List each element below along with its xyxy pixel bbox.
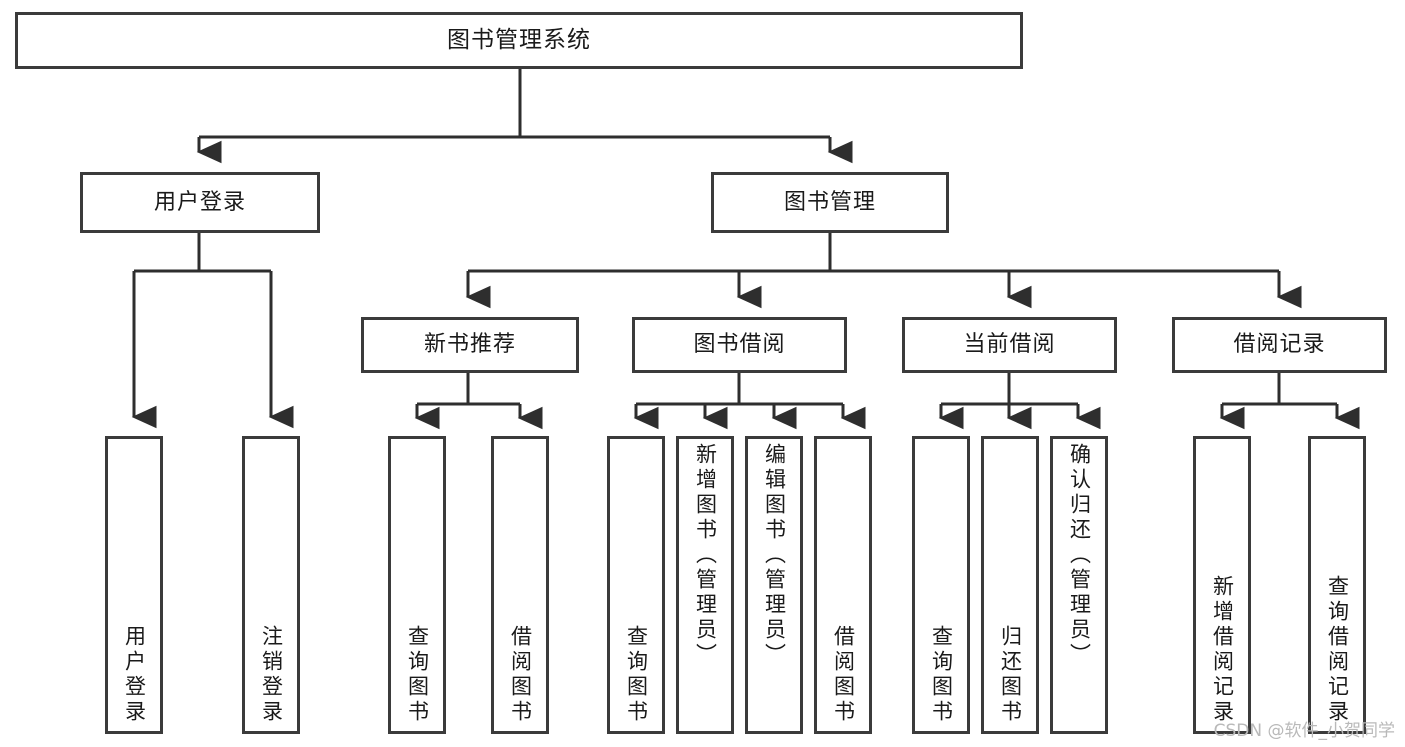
- node-user-login-label: 用户登录: [153, 189, 246, 215]
- leaf-new-book-borrow[interactable]: 借阅图书: [491, 436, 549, 734]
- node-root-label: 图书管理系统: [447, 27, 591, 54]
- leaf-label: 新增借阅记录: [1210, 575, 1235, 725]
- leaf-label: 新增图书（管理员）: [693, 443, 718, 668]
- leaf-borrow-query-book[interactable]: 查询图书: [607, 436, 665, 734]
- node-new-book-recommend[interactable]: 新书推荐: [361, 317, 579, 373]
- leaf-borrow-edit-book[interactable]: 编辑图书（管理员）: [745, 436, 803, 734]
- leaf-label: 查询图书: [929, 625, 954, 725]
- leaf-borrow-borrow-book[interactable]: 借阅图书: [814, 436, 872, 734]
- leaf-current-confirm-return[interactable]: 确认归还（管理员）: [1050, 436, 1108, 734]
- leaf-user-login-login[interactable]: 用户登录: [105, 436, 163, 734]
- node-current-loan[interactable]: 当前借阅: [902, 317, 1117, 373]
- leaf-current-query-book[interactable]: 查询图书: [912, 436, 970, 734]
- leaf-label: 归还图书: [998, 625, 1023, 725]
- node-book-borrow[interactable]: 图书借阅: [632, 317, 847, 373]
- csdn-watermark: CSDN @软件_小贺同学: [1213, 721, 1395, 741]
- leaf-label: 注销登录: [259, 625, 284, 725]
- node-book-borrow-label: 图书借阅: [693, 332, 786, 358]
- leaf-new-book-query[interactable]: 查询图书: [388, 436, 446, 734]
- leaf-label: 查询图书: [405, 625, 430, 725]
- leaf-label: 查询借阅记录: [1325, 575, 1350, 725]
- leaf-record-add-record[interactable]: 新增借阅记录: [1193, 436, 1251, 734]
- node-user-login[interactable]: 用户登录: [80, 172, 320, 233]
- leaf-label: 借阅图书: [508, 625, 533, 725]
- node-root-system[interactable]: 图书管理系统: [15, 12, 1023, 69]
- leaf-label: 用户登录: [122, 625, 147, 725]
- leaf-label: 确认归还（管理员）: [1067, 443, 1092, 668]
- leaf-borrow-add-book[interactable]: 新增图书（管理员）: [676, 436, 734, 734]
- leaf-label: 编辑图书（管理员）: [762, 443, 787, 668]
- node-loan-record-label: 借阅记录: [1233, 332, 1326, 358]
- node-current-loan-label: 当前借阅: [963, 332, 1056, 358]
- node-new-book-recommend-label: 新书推荐: [423, 332, 516, 358]
- leaf-label: 借阅图书: [831, 625, 856, 725]
- leaf-record-query-record[interactable]: 查询借阅记录: [1308, 436, 1366, 734]
- node-loan-record[interactable]: 借阅记录: [1172, 317, 1387, 373]
- leaf-label: 查询图书: [624, 625, 649, 725]
- leaf-user-login-logout[interactable]: 注销登录: [242, 436, 300, 734]
- node-book-management[interactable]: 图书管理: [711, 172, 949, 233]
- leaf-current-return-book[interactable]: 归还图书: [981, 436, 1039, 734]
- node-book-management-label: 图书管理: [783, 189, 876, 215]
